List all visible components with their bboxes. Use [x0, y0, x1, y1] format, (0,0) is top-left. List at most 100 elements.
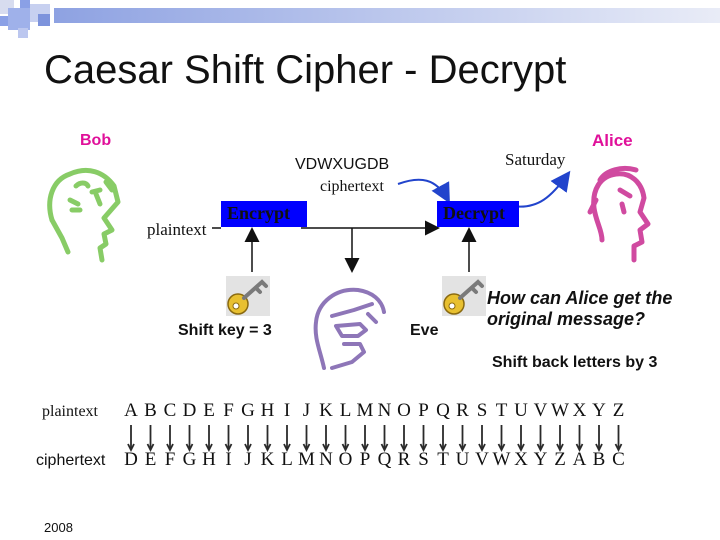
plain-letter: W	[551, 400, 569, 421]
plaintext-row-label: plaintext	[42, 403, 98, 420]
plaintext-label: plaintext	[147, 220, 207, 239]
ciphertext-label: ciphertext	[320, 178, 384, 195]
mapping-arrow-head	[185, 443, 194, 453]
cipher-letter: N	[319, 449, 333, 470]
slide-title: Caesar Shift Cipher - Decrypt	[44, 48, 567, 92]
cipher-letter: Q	[377, 449, 392, 470]
mapping-arrow-head	[419, 443, 428, 453]
plain-letter: F	[223, 400, 234, 421]
cipher-letter: C	[612, 449, 625, 470]
shift-key-icon	[226, 276, 270, 316]
cipher-letter: W	[492, 449, 511, 470]
plain-letter: M	[356, 400, 374, 421]
alice-label: Alice	[592, 131, 633, 150]
bob-label: Bob	[80, 132, 112, 149]
mapping-arrow-head	[439, 443, 447, 453]
mapping-arrow-head	[400, 443, 408, 453]
plain-letter: U	[514, 400, 528, 421]
cipher-letter: I	[225, 449, 232, 470]
cipher-letter: J	[244, 449, 252, 470]
mapping-arrow-head	[478, 443, 486, 453]
mapping-arrow-head	[380, 443, 389, 453]
plain-letter: L	[339, 400, 352, 421]
mapping-arrow-head	[614, 443, 623, 453]
encrypt-box: Encrypt	[221, 201, 307, 227]
mapping-arrow-head	[224, 443, 233, 453]
cipher-letter: M	[298, 449, 315, 470]
plain-letter: C	[163, 400, 177, 421]
cipher-letter: S	[418, 449, 429, 470]
mapping-arrow-head	[166, 443, 174, 453]
mapping-arrow-head	[361, 443, 369, 453]
year-label: 2008	[44, 520, 73, 535]
plain-letter: P	[418, 400, 429, 421]
ciphertext-value: VDWXUGDB	[295, 156, 390, 173]
plain-letter: B	[144, 400, 157, 421]
plain-letter: X	[572, 400, 587, 421]
mapping-arrow-head	[595, 443, 603, 453]
cipher-letter: E	[144, 449, 157, 470]
cipher-letter: Y	[533, 449, 548, 470]
plain-letter: N	[377, 400, 392, 421]
plain-letter: G	[241, 400, 255, 421]
title-decoration	[0, 0, 720, 38]
cipher-letter: R	[397, 449, 411, 470]
mapping-arrow-head	[205, 443, 213, 453]
cipher-letter: L	[281, 449, 293, 470]
plain-letter: R	[456, 400, 469, 421]
plain-letter: T	[495, 400, 508, 421]
plain-letter: K	[319, 400, 333, 421]
cipher-letter: O	[338, 449, 353, 470]
cipher-letter: V	[475, 449, 489, 470]
plain-letter: D	[182, 400, 197, 421]
mapping-arrow-head	[556, 443, 564, 453]
mapping-arrow-head	[536, 443, 545, 453]
mapping-arrow-head	[497, 443, 506, 453]
eve-face-icon	[313, 287, 386, 370]
mapping-arrow-head	[341, 443, 350, 453]
mapping-arrow-head	[575, 443, 584, 453]
mapping-arrow-head	[283, 443, 291, 453]
eve-label: Eve	[410, 322, 439, 339]
mapping-arrow-head	[517, 443, 525, 453]
decrypted-word: Saturday	[505, 150, 566, 169]
ciphertext-row-label: ciphertext	[36, 452, 106, 469]
question-text: How can Alice get the original message?	[487, 288, 673, 329]
cipher-letter: K	[260, 449, 275, 470]
cipher-letter: D	[124, 449, 138, 470]
cipher-letter: T	[437, 449, 449, 470]
plain-letter: J	[302, 400, 311, 421]
hint-text: Shift back letters by 3	[492, 354, 658, 371]
plain-letter: S	[476, 400, 488, 421]
plain-letter: E	[203, 400, 215, 421]
cipher-letter: Z	[554, 449, 566, 470]
mapping-arrow-head	[458, 443, 467, 453]
decrypt-box: Decrypt	[437, 201, 519, 227]
cipher-letter: P	[359, 449, 371, 470]
plain-letter: Y	[592, 400, 606, 421]
plain-letter: O	[397, 400, 411, 421]
shift-key-label: Shift key = 3	[178, 322, 272, 339]
bob-face-icon	[47, 168, 121, 263]
alice-face-icon	[587, 165, 651, 263]
cipher-letter: U	[455, 449, 470, 470]
cipher-letter: A	[572, 449, 587, 470]
plain-letter: Q	[436, 400, 450, 421]
cipher-letter: X	[514, 449, 528, 470]
cipher-letter: F	[164, 449, 176, 470]
mapping-arrow-head	[263, 443, 272, 453]
plain-letter: I	[283, 400, 291, 421]
cipher-letter: B	[592, 449, 606, 470]
cipher-letter: G	[182, 449, 197, 470]
decrypt-key-icon	[442, 276, 486, 316]
mapping-arrow-head	[322, 443, 330, 453]
plain-letter: A	[124, 400, 138, 421]
plain-letter: H	[260, 400, 275, 421]
cipher-letter: H	[202, 449, 216, 470]
mapping-arrow-head	[244, 443, 252, 453]
mapping-arrow-head	[127, 443, 135, 453]
mapping-arrow-head	[302, 443, 311, 453]
mapping-arrow-head	[146, 443, 155, 453]
plain-letter: V	[533, 400, 548, 421]
